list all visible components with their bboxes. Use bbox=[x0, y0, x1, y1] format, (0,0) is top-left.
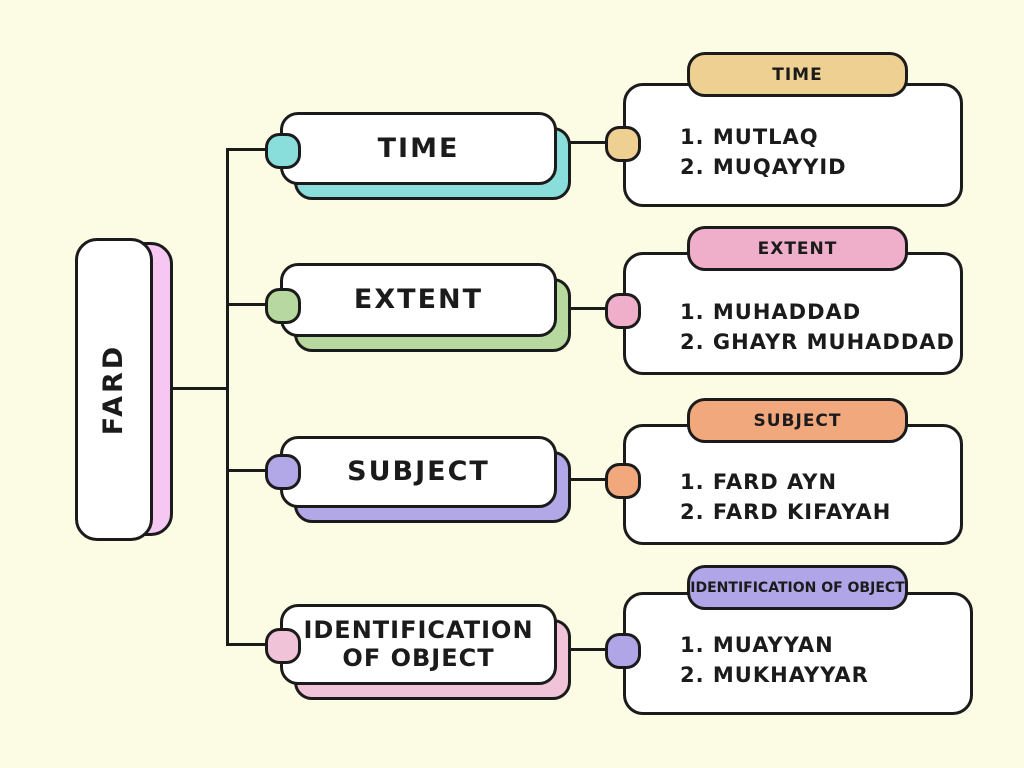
detail-items-subject: 1. FARD AYN 2. FARD KIFAYAH bbox=[680, 467, 891, 527]
connector-stub-identification bbox=[227, 643, 270, 646]
connector-root-to-trunk bbox=[150, 387, 229, 390]
branch-extent-label: EXTENT bbox=[353, 284, 484, 316]
branch-node-identification: IDENTIFICATION OF OBJECT bbox=[280, 604, 557, 685]
detail-items-time: 1. MUTLAQ 2. MUQAYYID bbox=[680, 122, 847, 182]
detail-items-extent: 1. MUHADDAD 2. GHAYR MUHADDAD bbox=[680, 297, 955, 357]
detail-header-extent-label: EXTENT bbox=[757, 238, 838, 259]
branch-identification-dot-right bbox=[605, 633, 641, 669]
detail-item: 2. MUQAYYID bbox=[680, 155, 847, 179]
branch-extent-dot-left bbox=[265, 288, 301, 324]
detail-item: 2. MUKHAYYAR bbox=[680, 663, 869, 687]
detail-box-identification: 1. MUAYYAN 2. MUKHAYYAR bbox=[623, 592, 973, 715]
branch-node-extent: EXTENT bbox=[280, 263, 557, 337]
branch-time-dot-right bbox=[605, 126, 641, 162]
detail-item: 1. MUAYYAN bbox=[680, 633, 834, 657]
connector-link-time bbox=[550, 141, 612, 144]
detail-header-time: TIME bbox=[687, 52, 908, 97]
detail-header-time-label: TIME bbox=[772, 64, 823, 85]
detail-box-subject: 1. FARD AYN 2. FARD KIFAYAH bbox=[623, 424, 963, 545]
branch-node-subject: SUBJECT bbox=[280, 436, 557, 508]
detail-item: 2. FARD KIFAYAH bbox=[680, 500, 892, 524]
branch-time-label: TIME bbox=[377, 132, 460, 164]
root-node-fard: FARD bbox=[75, 238, 153, 541]
detail-item: 1. FARD AYN bbox=[680, 470, 838, 494]
branch-node-time: TIME bbox=[280, 112, 557, 185]
detail-items-identification: 1. MUAYYAN 2. MUKHAYYAR bbox=[680, 630, 869, 690]
branch-extent-dot-right bbox=[605, 293, 641, 329]
branch-time-dot-left bbox=[265, 133, 301, 169]
connector-link-extent bbox=[550, 307, 612, 310]
branch-subject-dot-right bbox=[605, 463, 641, 499]
detail-header-subject: SUBJECT bbox=[687, 398, 908, 443]
detail-box-extent: 1. MUHADDAD 2. GHAYR MUHADDAD bbox=[623, 252, 963, 375]
detail-box-time: 1. MUTLAQ 2. MUQAYYID bbox=[623, 83, 963, 207]
detail-item: 2. GHAYR MUHADDAD bbox=[680, 330, 955, 354]
branch-identification-dot-left bbox=[265, 628, 301, 664]
branch-subject-dot-left bbox=[265, 454, 301, 490]
branch-subject-label: SUBJECT bbox=[347, 456, 490, 488]
root-label: FARD bbox=[98, 343, 130, 436]
detail-header-identification-label: IDENTIFICATION OF OBJECT bbox=[690, 579, 905, 596]
detail-item: 1. MUTLAQ bbox=[680, 125, 819, 149]
connector-stub-time bbox=[227, 148, 270, 151]
detail-header-subject-label: SUBJECT bbox=[753, 410, 842, 431]
detail-item: 1. MUHADDAD bbox=[680, 300, 862, 324]
connector-link-identification bbox=[550, 648, 612, 651]
connector-trunk bbox=[226, 148, 229, 646]
connector-stub-extent bbox=[227, 303, 270, 306]
connector-stub-subject bbox=[227, 469, 270, 472]
detail-header-identification: IDENTIFICATION OF OBJECT bbox=[687, 565, 908, 610]
connector-link-subject bbox=[550, 478, 612, 481]
detail-header-extent: EXTENT bbox=[687, 226, 908, 271]
branch-identification-label: IDENTIFICATION OF OBJECT bbox=[303, 615, 534, 672]
